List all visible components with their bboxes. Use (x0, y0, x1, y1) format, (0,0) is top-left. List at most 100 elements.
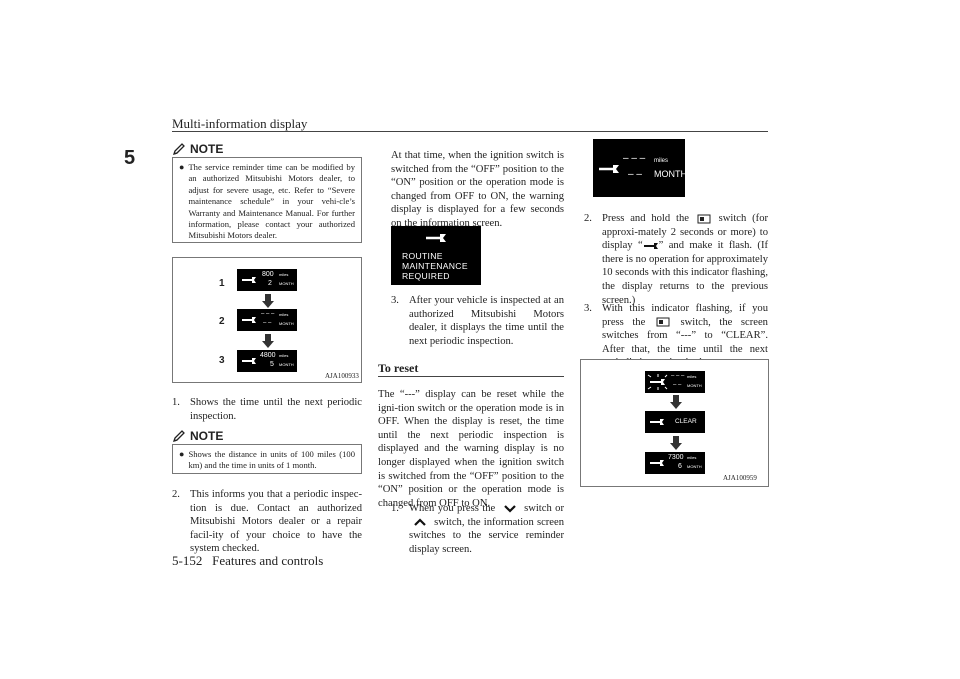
down-arrow-icon (670, 436, 682, 450)
wrench-icon (426, 234, 446, 242)
page-number: 5-152 (172, 553, 203, 568)
note-box-2: NOTE ● Shows the distance in units of 10… (172, 428, 362, 474)
display-switch-icon (656, 317, 670, 327)
lcd-value-bottom: 6 (678, 463, 682, 470)
list-number: 1. (391, 503, 399, 514)
wrench-icon (242, 317, 256, 323)
note-box-1: NOTE ● The service reminder time can be … (172, 141, 362, 243)
note-label: NOTE (190, 142, 224, 156)
list-text: This informs you that a periodic inspec-… (190, 489, 362, 555)
row-number-2: 2 (219, 316, 225, 327)
figure-service-reminder: 1 800 2 miles MONTH 2 – – – – – miles MO… (172, 257, 362, 383)
list-item-1: 1. Shows the time until the next periodi… (172, 396, 362, 423)
bullet-icon: ● (179, 162, 185, 172)
lcd-screen-3: 4800 5 miles MONTH (237, 350, 297, 372)
step-2-text-a: Press and hold the (602, 213, 689, 224)
lcd-unit-miles: miles (279, 272, 289, 277)
note-text: The service reminder time can be modifie… (188, 162, 355, 241)
figure-code: AJA100933 (325, 372, 359, 380)
reset-paragraph: The “---” display can be reset while the… (378, 389, 564, 509)
section-rule (378, 376, 564, 377)
lcd-unit-miles: miles (279, 312, 289, 317)
wrench-icon (650, 419, 664, 425)
screen-unit-month: MONTH (654, 169, 687, 179)
footer-section: Features and controls (212, 553, 324, 568)
step-1-text-b: switch or (524, 503, 564, 514)
lcd-screen-clear: CLEAR (645, 411, 705, 433)
step-2-text-b: switch (for approxi-mately 2 seconds or … (602, 213, 769, 252)
step-2: 2. Press and hold the switch (for approx… (584, 212, 768, 307)
screen-text-line-3: REQUIRED (402, 271, 450, 281)
note-text: Shows the distance in units of 100 miles… (188, 449, 355, 471)
lcd-value-top: 800 (262, 271, 274, 278)
lcd-clear-text: CLEAR (675, 418, 697, 425)
list-item-3: 3. After your vehicle is inspected at an… (391, 294, 564, 348)
bullet-icon: ● (179, 449, 185, 459)
screen-text-line-1: ROUTINE (402, 251, 443, 261)
screen-value-bottom: – – (628, 169, 642, 180)
lcd-value-top: 7300 (668, 454, 684, 461)
note-header: NOTE (172, 141, 362, 157)
display-switch-icon (697, 214, 711, 224)
chevron-up-icon (414, 518, 426, 526)
lcd-screen-flashing: – – – – – miles MONTH (645, 371, 705, 393)
lcd-screen-new-interval: 7300 6 miles MONTH (645, 452, 705, 474)
lcd-value-bottom: – – (673, 382, 682, 388)
lcd-unit-miles: miles (687, 374, 697, 379)
wrench-icon (242, 358, 256, 364)
list-number: 3. (391, 295, 399, 306)
lcd-value-bottom: 2 (268, 280, 272, 287)
list-number: 2. (172, 489, 180, 500)
lcd-value-bottom: 5 (270, 361, 274, 368)
note-body-box: ● The service reminder time can be modif… (172, 157, 362, 243)
routine-maintenance-screen: ROUTINE MAINTENANCE REQUIRED (391, 226, 481, 285)
lcd-value-top: 4800 (260, 352, 276, 359)
list-number: 3. (584, 303, 592, 314)
lcd-unit-miles: miles (279, 353, 289, 358)
down-arrow-icon (262, 294, 274, 308)
screen-text-line-2: MAINTENANCE (402, 261, 468, 271)
lcd-value-top: – – – (671, 373, 685, 379)
page-header-title: Multi-information display (172, 116, 308, 131)
chevron-down-icon (503, 505, 516, 513)
lcd-unit-month: MONTH (279, 362, 294, 367)
lcd-unit-miles: miles (687, 455, 697, 460)
lcd-value-bottom: – – (263, 320, 272, 326)
intro-paragraph: At that time, when the ignition switch i… (391, 150, 564, 229)
pencil-note-icon (172, 430, 185, 443)
lcd-unit-month: MONTH (687, 383, 702, 388)
wrench-icon (643, 242, 658, 249)
flashing-wrench-icon (647, 374, 668, 390)
row-number-3: 3 (219, 355, 225, 366)
lcd-unit-month: MONTH (279, 321, 294, 326)
step-1-text: When you press the switch or switch, the… (409, 502, 564, 556)
down-arrow-icon (670, 395, 682, 409)
service-reminder-screen: – – – – – miles MONTH (593, 139, 687, 197)
pencil-note-icon (172, 143, 185, 156)
step-2-text-c: ” and make it flash. (If there is no ope… (602, 240, 768, 306)
wrench-icon (242, 277, 256, 283)
lcd-screen-1: 800 2 miles MONTH (237, 269, 297, 291)
list-text: After your vehicle is inspected at an au… (409, 295, 564, 347)
step-3-text-a: With this indicator flashing, if you pre… (602, 303, 768, 328)
note-header: NOTE (172, 428, 362, 444)
step-2-text: Press and hold the switch (for approxi-m… (602, 212, 768, 307)
note-body-box: ● Shows the distance in units of 100 mil… (172, 444, 362, 474)
lcd-unit-month: MONTH (279, 281, 294, 286)
header-rule (172, 131, 768, 132)
section-title-to-reset: To reset (378, 361, 419, 375)
step-1-text-a: When you press the (409, 503, 496, 514)
figure-reset-sequence: – – – – – miles MONTH CLEAR 7300 6 miles… (580, 359, 769, 487)
list-number: 1. (172, 397, 180, 408)
screen-unit-miles: miles (654, 158, 669, 164)
screen-value-top: – – – (623, 153, 646, 164)
lcd-value-top: – – – (261, 311, 275, 317)
note-label: NOTE (190, 429, 224, 443)
lcd-screen-2: – – – – – miles MONTH (237, 309, 297, 331)
step-1-text-c: switch, the information screen switches … (409, 516, 564, 555)
step-1: 1. When you press the switch or switch, … (391, 502, 564, 556)
lcd-unit-month: MONTH (687, 464, 702, 469)
chapter-number: 5 (124, 147, 136, 169)
page-footer: 5-152 Features and controls (172, 553, 323, 569)
wrench-icon (599, 165, 619, 173)
